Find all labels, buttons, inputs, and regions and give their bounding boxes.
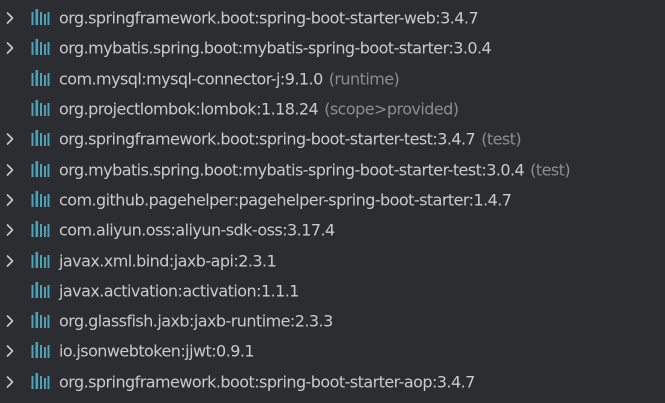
library-icon — [31, 160, 50, 178]
dependency-coordinate: org.springframework.boot:spring-boot-sta… — [59, 8, 479, 28]
dependency-coordinate: com.mysql:mysql-connector-j:9.1.0 — [59, 69, 323, 89]
chevron-right-icon[interactable] — [3, 11, 17, 25]
dependency-label: org.springframework.boot:spring-boot-sta… — [59, 8, 479, 28]
dependency-coordinate: org.projectlombok:lombok:1.18.24 — [59, 99, 319, 119]
dependency-scope: (test) — [481, 129, 522, 149]
dependency-row[interactable]: com.mysql:mysql-connector-j:9.1.0(runtim… — [0, 64, 665, 94]
dependency-coordinate: javax.xml.bind:jaxb-api:2.3.1 — [59, 251, 277, 271]
dependency-coordinate: org.mybatis.spring.boot:mybatis-spring-b… — [59, 38, 492, 58]
dependency-label: org.springframework.boot:spring-boot-sta… — [59, 372, 475, 391]
library-icon — [31, 342, 50, 359]
dependency-row[interactable]: org.projectlombok:lombok:1.18.24(scope>p… — [0, 94, 665, 124]
chevron-right-icon[interactable] — [3, 344, 17, 358]
dependency-coordinate: org.springframework.boot:spring-boot-sta… — [59, 372, 475, 392]
dependency-row[interactable]: io.jsonwebtoken:jjwt:0.9.1 — [0, 336, 665, 366]
dependency-row[interactable]: com.aliyun.oss:aliyun-sdk-oss:3.17.4 — [0, 215, 665, 245]
dependency-coordinate: io.jsonwebtoken:jjwt:0.9.1 — [59, 341, 255, 361]
dependency-label: com.mysql:mysql-connector-j:9.1.0(runtim… — [59, 69, 400, 89]
library-icon — [31, 69, 50, 87]
library-icon — [31, 221, 50, 238]
library-icon — [31, 312, 50, 329]
dependency-label: org.glassfish.jaxb:jaxb-runtime:2.3.3 — [59, 312, 333, 331]
dependency-label: org.projectlombok:lombok:1.18.24(scope>p… — [59, 99, 459, 119]
dependency-tree: org.springframework.boot:spring-boot-sta… — [0, 3, 665, 397]
library-icon — [31, 9, 50, 26]
library-icon — [31, 372, 50, 390]
chevron-right-icon[interactable] — [3, 41, 17, 55]
dependency-label: com.github.pagehelper:pagehelper-spring-… — [59, 190, 512, 210]
dependency-row[interactable]: javax.activation:activation:1.1.1 — [0, 276, 665, 306]
dependency-label: org.mybatis.spring.boot:mybatis-spring-b… — [59, 160, 571, 180]
dependency-coordinate: org.springframework.boot:spring-boot-sta… — [59, 129, 476, 149]
dependency-row[interactable]: com.github.pagehelper:pagehelper-spring-… — [0, 185, 665, 215]
dependency-row[interactable]: org.springframework.boot:spring-boot-sta… — [0, 3, 665, 33]
dependency-coordinate: com.aliyun.oss:aliyun-sdk-oss:3.17.4 — [59, 220, 335, 240]
dependency-row[interactable]: org.mybatis.spring.boot:mybatis-spring-b… — [0, 154, 665, 184]
dependency-row[interactable]: org.mybatis.spring.boot:mybatis-spring-b… — [0, 33, 665, 63]
dependency-label: org.springframework.boot:spring-boot-sta… — [59, 129, 522, 149]
dependency-coordinate: javax.activation:activation:1.1.1 — [59, 281, 299, 301]
dependency-label: org.mybatis.spring.boot:mybatis-spring-b… — [59, 38, 492, 58]
dependency-coordinate: com.github.pagehelper:pagehelper-spring-… — [59, 190, 512, 210]
dependency-coordinate: org.glassfish.jaxb:jaxb-runtime:2.3.3 — [59, 311, 333, 331]
dependency-row[interactable]: javax.xml.bind:jaxb-api:2.3.1 — [0, 245, 665, 275]
dependency-row[interactable]: org.springframework.boot:spring-boot-sta… — [0, 367, 665, 397]
library-icon — [31, 281, 50, 299]
chevron-right-icon[interactable] — [3, 132, 17, 146]
dependency-coordinate: org.mybatis.spring.boot:mybatis-spring-b… — [59, 160, 525, 180]
library-icon — [31, 130, 50, 147]
chevron-right-icon[interactable] — [3, 223, 17, 237]
dependency-label: com.aliyun.oss:aliyun-sdk-oss:3.17.4 — [59, 221, 335, 240]
library-icon — [31, 100, 50, 117]
library-icon — [31, 39, 50, 56]
chevron-right-icon[interactable] — [3, 375, 17, 389]
dependency-scope: (scope>provided) — [324, 99, 459, 119]
dependency-label: javax.xml.bind:jaxb-api:2.3.1 — [59, 251, 277, 271]
dependency-row[interactable]: org.glassfish.jaxb:jaxb-runtime:2.3.3 — [0, 306, 665, 336]
dependency-label: io.jsonwebtoken:jjwt:0.9.1 — [59, 341, 255, 361]
dependency-scope: (runtime) — [328, 69, 400, 89]
chevron-right-icon[interactable] — [3, 193, 17, 207]
dependency-scope: (test) — [530, 160, 571, 180]
dependency-label: javax.activation:activation:1.1.1 — [59, 281, 299, 300]
library-icon — [31, 190, 50, 208]
chevron-right-icon[interactable] — [3, 314, 17, 328]
chevron-right-icon[interactable] — [3, 254, 17, 268]
library-icon — [31, 251, 50, 269]
dependency-row[interactable]: org.springframework.boot:spring-boot-sta… — [0, 124, 665, 154]
chevron-right-icon[interactable] — [3, 163, 17, 177]
